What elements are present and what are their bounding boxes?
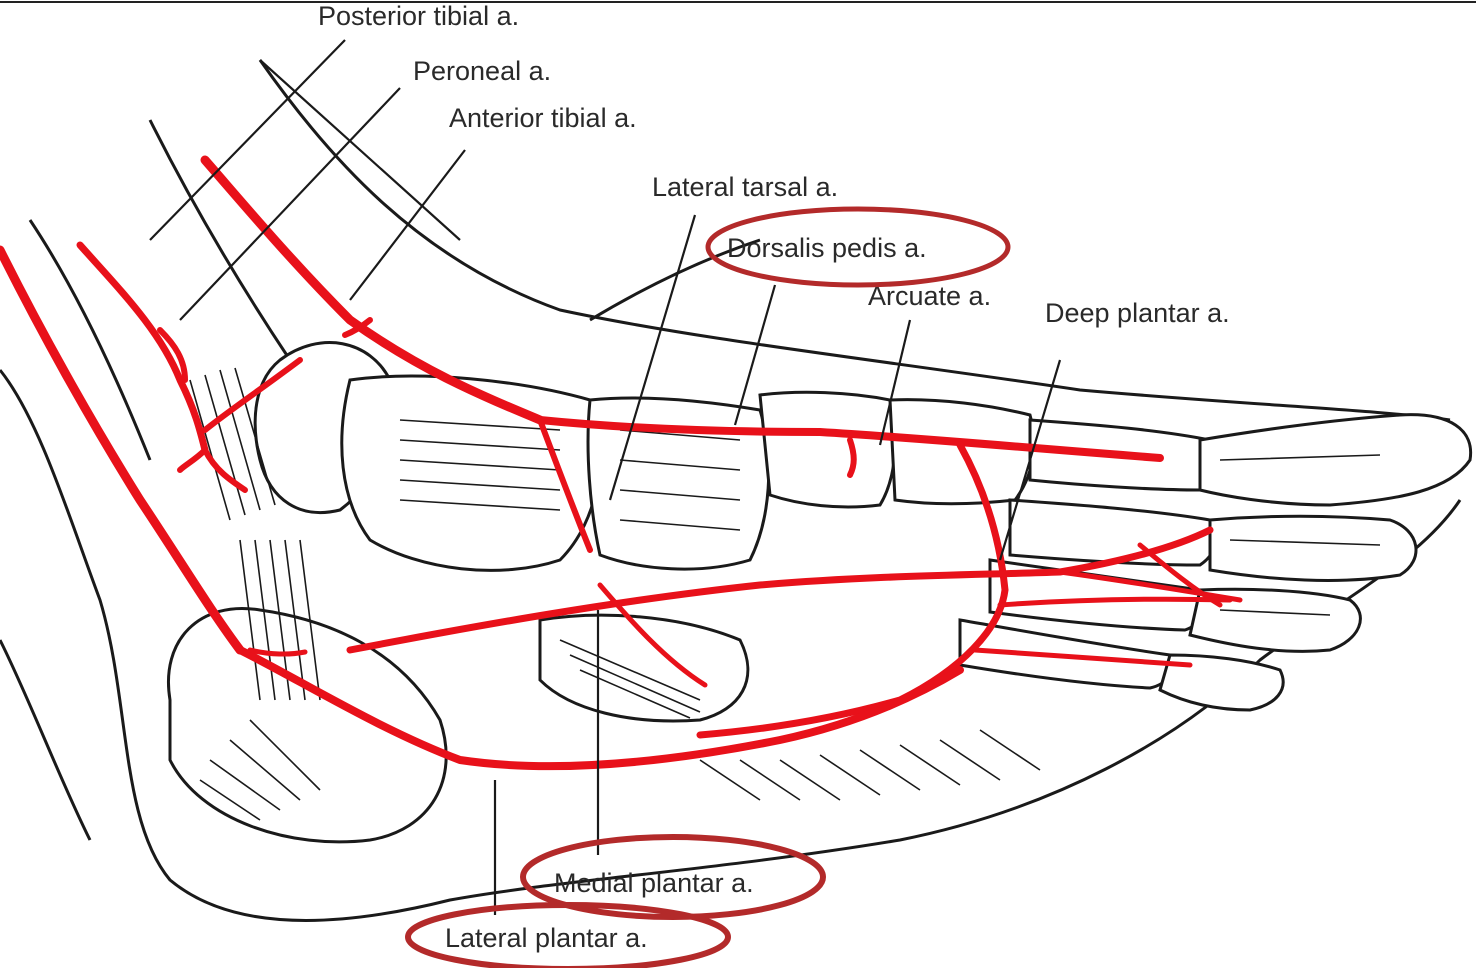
label-deep-plantar: Deep plantar a. xyxy=(1045,298,1230,328)
label-peroneal: Peroneal a. xyxy=(413,56,551,86)
label-dorsalis-pedis: Dorsalis pedis a. xyxy=(727,233,927,263)
label-posterior-tibial: Posterior tibial a. xyxy=(318,1,519,31)
foot-bones xyxy=(168,343,1470,842)
peroneal-artery-path xyxy=(80,245,205,450)
label-lateral-tarsal: Lateral tarsal a. xyxy=(652,172,838,202)
label-anterior-tibial: Anterior tibial a. xyxy=(449,103,637,133)
label-medial-plantar: Medial plantar a. xyxy=(554,868,754,898)
label-lateral-plantar: Lateral plantar a. xyxy=(445,923,648,953)
